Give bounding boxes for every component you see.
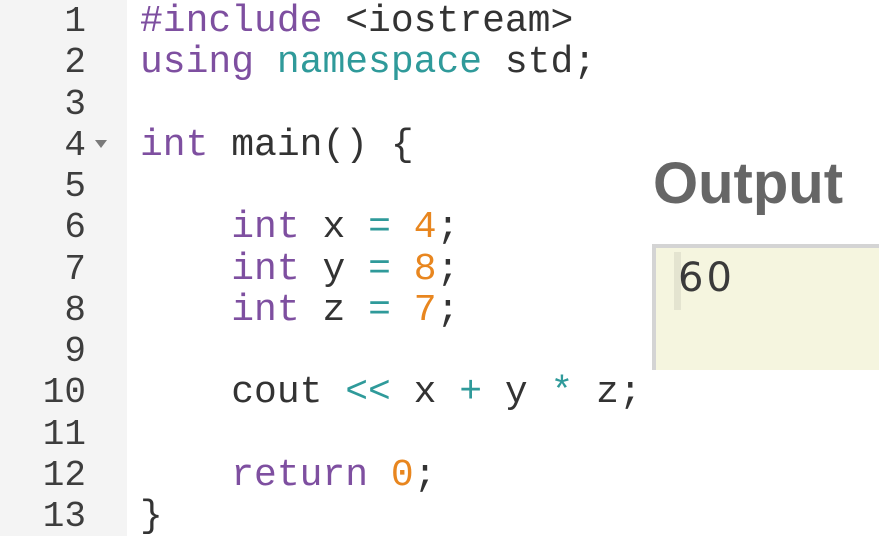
code-line[interactable]: 2 using namespace std; xyxy=(0,42,879,83)
output-cursor xyxy=(674,252,681,310)
code-token: cout xyxy=(140,371,346,415)
line-number: 4 xyxy=(64,124,86,166)
code-token: = xyxy=(368,247,391,291)
code-token: z; xyxy=(573,371,642,415)
line-number: 7 xyxy=(64,248,86,290)
code-line[interactable]: 12 return 0; xyxy=(0,455,879,496)
code-text: int x = 4; xyxy=(140,207,459,248)
code-line[interactable]: 7 int y = 8; xyxy=(0,249,879,290)
line-number: 3 xyxy=(64,83,86,125)
code-token: ; xyxy=(436,247,460,291)
code-line[interactable]: 4 int main() { xyxy=(0,125,879,166)
code-token xyxy=(391,206,414,249)
code-text: using namespace std; xyxy=(140,42,596,83)
code-line[interactable]: 6 int x = 4; xyxy=(0,207,879,248)
code-line[interactable]: 1 #include <iostream> xyxy=(0,1,879,42)
code-token: ; xyxy=(436,288,460,332)
code-token: 0 xyxy=(390,453,414,497)
code-token: = xyxy=(368,288,391,332)
output-value: 60 xyxy=(678,255,735,301)
code-token: namespace xyxy=(276,41,483,85)
code-token: + xyxy=(459,371,483,415)
code-token: int xyxy=(231,206,300,250)
code-token: z xyxy=(299,288,369,332)
code-line[interactable]: 5 xyxy=(0,166,879,207)
output-heading: Output xyxy=(653,151,844,216)
code-token: x xyxy=(299,206,369,250)
code-token: int xyxy=(231,288,300,332)
code-text: int z = 7; xyxy=(140,290,459,331)
code-token: int xyxy=(140,123,209,167)
code-token xyxy=(391,248,414,291)
code-text: } xyxy=(140,496,163,537)
code-text: cout << x + y * z; xyxy=(140,372,642,413)
line-number-gutter xyxy=(0,0,127,536)
code-token: return xyxy=(231,453,369,497)
line-number: 12 xyxy=(42,454,86,496)
code-token xyxy=(140,206,231,249)
code-line[interactable]: 13} xyxy=(0,496,879,537)
code-token: #include xyxy=(140,0,323,43)
code-token xyxy=(368,454,391,497)
code-text: int main() { xyxy=(140,125,414,166)
code-token: x xyxy=(390,371,460,415)
code-token: 8 xyxy=(413,247,437,291)
code-token: << xyxy=(345,371,391,415)
code-line[interactable]: 11 xyxy=(0,414,879,455)
code-token: ; xyxy=(413,453,437,497)
code-token: y xyxy=(299,247,369,291)
line-number: 8 xyxy=(64,289,86,331)
code-token xyxy=(391,289,414,332)
line-number: 13 xyxy=(42,496,86,537)
code-token: 4 xyxy=(413,206,437,250)
code-token: } xyxy=(140,495,163,538)
code-token xyxy=(254,41,277,84)
code-token: * xyxy=(550,371,574,415)
code-token xyxy=(140,248,231,291)
line-number: 9 xyxy=(64,331,86,372)
code-text: return 0; xyxy=(140,455,436,496)
code-token: = xyxy=(368,206,391,250)
code-token: y xyxy=(482,371,551,415)
code-line[interactable]: 9 xyxy=(0,331,879,372)
code-token: using xyxy=(140,41,255,85)
fold-arrow-icon[interactable] xyxy=(95,139,107,148)
line-number: 1 xyxy=(64,1,86,42)
line-number: 10 xyxy=(42,372,86,414)
code-line[interactable]: 8 int z = 7; xyxy=(0,290,879,331)
code-token: int xyxy=(231,247,300,291)
line-number: 11 xyxy=(42,413,86,455)
code-token: ; xyxy=(436,206,460,250)
line-number: 2 xyxy=(64,42,86,84)
code-token: main() { xyxy=(208,123,414,167)
line-number: 5 xyxy=(64,166,86,207)
code-token: <iostream> xyxy=(322,0,574,43)
code-token: 7 xyxy=(413,288,437,332)
code-line[interactable]: 10 cout << x + y * z; xyxy=(0,372,879,413)
code-token: std; xyxy=(482,41,597,85)
code-text: int y = 8; xyxy=(140,249,459,290)
code-token xyxy=(140,289,231,332)
code-text: #include <iostream> xyxy=(140,1,573,42)
output-panel[interactable]: 60 xyxy=(652,244,879,370)
code-token xyxy=(140,454,231,497)
code-line[interactable]: 3 xyxy=(0,84,879,125)
line-number: 6 xyxy=(64,207,86,249)
